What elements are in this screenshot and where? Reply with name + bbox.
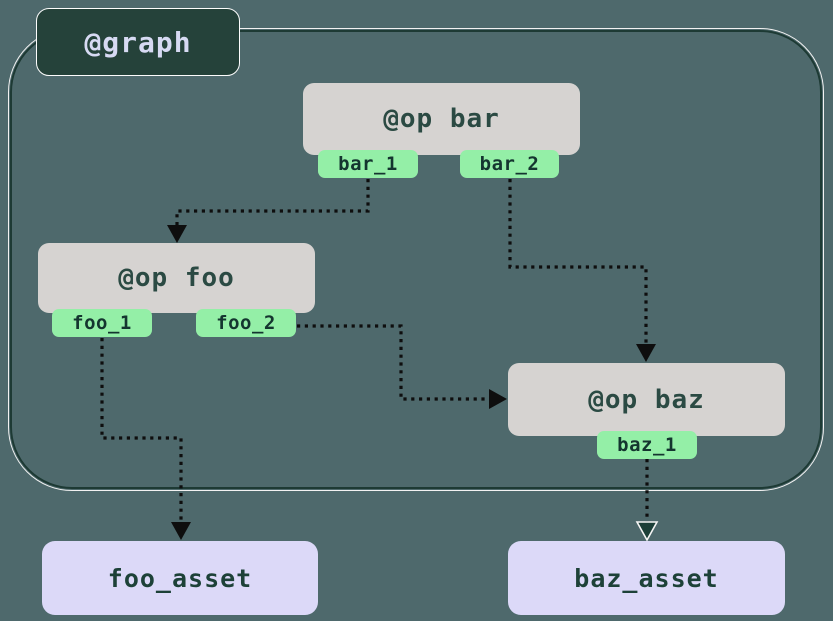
- output-tab-bar-1-label: bar_1: [338, 153, 398, 175]
- arrowhead-baz1-to-baz-asset: [635, 521, 659, 542]
- asset-baz-label: baz_asset: [574, 563, 719, 593]
- output-tab-bar-2: bar_2: [460, 150, 559, 178]
- op-bar-label: @op bar: [383, 104, 500, 134]
- asset-foo-label: foo_asset: [107, 563, 253, 593]
- op-node-bar: @op bar: [303, 83, 580, 155]
- output-tab-foo-2: foo_2: [196, 309, 296, 337]
- output-tab-foo-2-label: foo_2: [216, 312, 276, 334]
- graph-label-text: @graph: [84, 25, 192, 59]
- asset-node-baz-asset: baz_asset: [508, 541, 785, 615]
- output-tab-bar-1: bar_1: [318, 150, 418, 178]
- arrowhead-foo1-to-foo-asset: [171, 522, 191, 540]
- output-tab-foo-1-label: foo_1: [72, 312, 132, 334]
- graph-boundary: [8, 28, 824, 491]
- asset-node-foo-asset: foo_asset: [42, 541, 318, 615]
- op-foo-label: @op foo: [118, 263, 235, 293]
- output-tab-bar-2-label: bar_2: [479, 153, 540, 175]
- output-tab-baz-1: baz_1: [597, 431, 697, 459]
- graph-label: @graph: [36, 8, 240, 76]
- op-baz-label: @op baz: [588, 384, 705, 415]
- output-tab-baz-1-label: baz_1: [617, 434, 677, 456]
- op-node-baz: @op baz: [508, 363, 785, 436]
- output-tab-foo-1: foo_1: [52, 309, 152, 337]
- op-node-foo: @op foo: [38, 243, 315, 313]
